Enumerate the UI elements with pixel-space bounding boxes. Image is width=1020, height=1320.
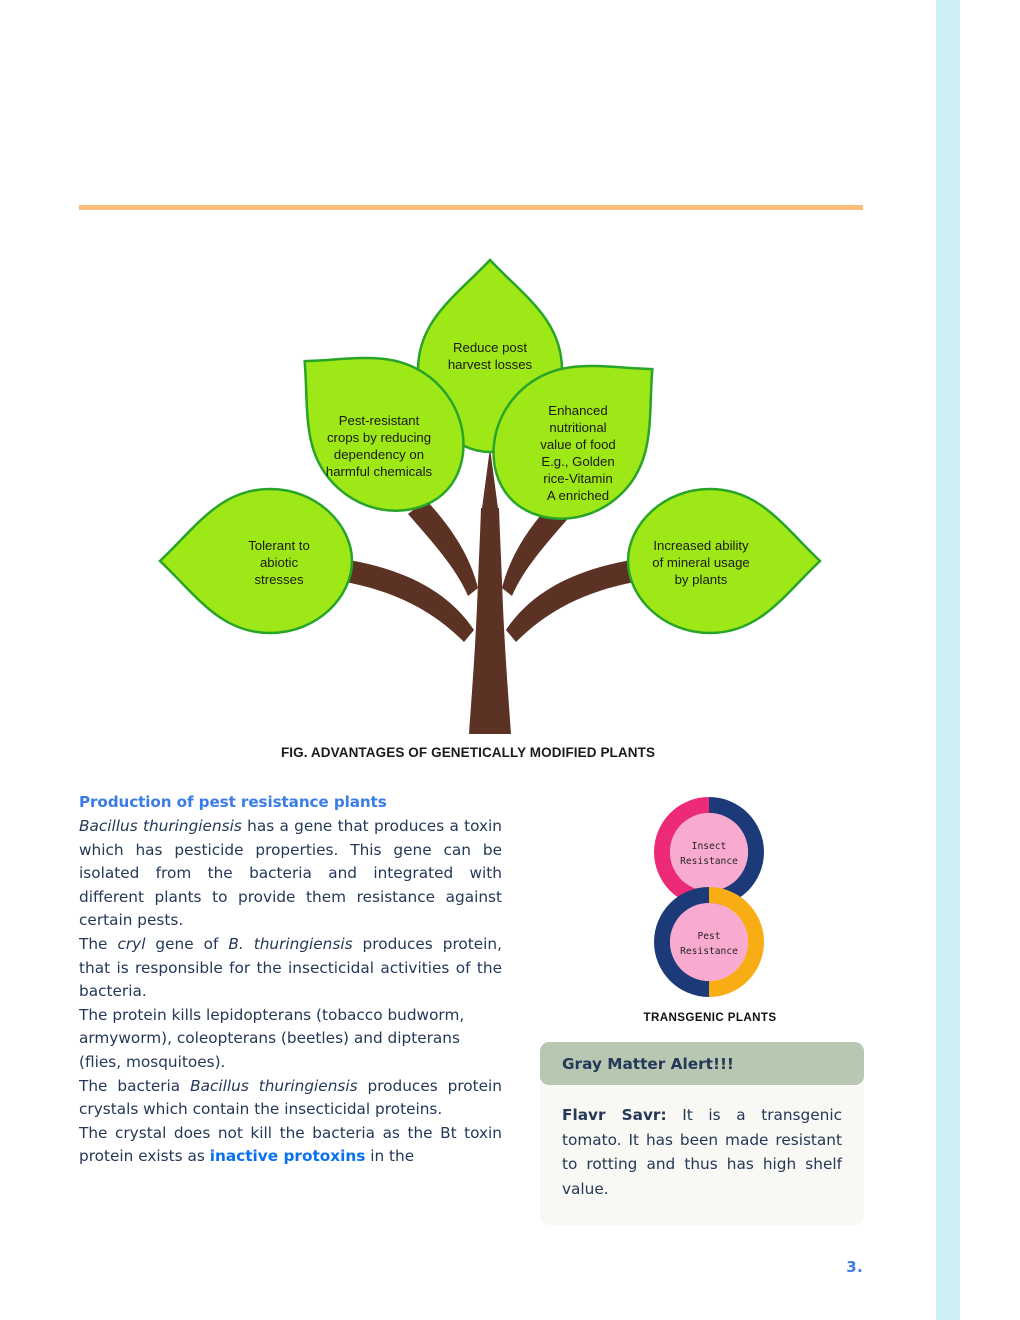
leaf-lower-left-line-3: stresses xyxy=(254,572,304,587)
paragraph-2-run-1: The xyxy=(79,934,118,953)
gray-matter-alert-title: Gray Matter Alert!!! xyxy=(540,1042,864,1085)
ring-top-label-line-1: Insect xyxy=(692,841,727,852)
page-edge-decoration-strip xyxy=(936,0,960,1320)
transgenic-plants-figure: Insect Resistance Pest Resistance xyxy=(614,792,804,1002)
paragraph-1-rest: has a gene that produces a toxin which h… xyxy=(79,817,503,930)
gm-plants-tree-figure: Reduce post harvest losses Pest-resistan… xyxy=(140,238,840,783)
leaf-lower-right-line-3: by plants xyxy=(675,572,728,587)
italic-term-bacillus-thuringiensis: Bacillus thuringiensis xyxy=(79,817,242,835)
paragraph-4-run-1: The bacteria xyxy=(79,1076,191,1095)
leaf-upper-right-line-6: A enriched xyxy=(547,488,609,503)
paragraph-5-run-1: The crystal does not kill the bacteria a… xyxy=(79,1123,502,1166)
alert-term-flavr-savr: Flavr Savr: xyxy=(562,1106,667,1124)
italic-term-bacillus-thuringiensis-2: Bacillus thuringiensis xyxy=(190,1076,358,1095)
paragraph-bacillus-gene: Bacillus thuringiensis has a gene that p… xyxy=(79,815,502,933)
header-divider-rule xyxy=(79,205,863,210)
italic-term-cryl: cryl xyxy=(117,934,146,953)
ring-bottom-label-line-1: Pest xyxy=(697,931,720,942)
leaf-upper-right-line-5: rice-Vitamin xyxy=(543,471,612,486)
leaf-upper-right-line-3: value of food xyxy=(540,437,616,452)
leaf-upper-left-line-2: crops by reducing xyxy=(327,430,431,445)
page-number: 3. xyxy=(846,1258,863,1276)
leaf-tolerant-to-abiotic-stresses: Tolerant to abiotic stresses xyxy=(158,487,354,635)
leaf-lower-left-line-1: Tolerant to xyxy=(248,538,310,553)
leaf-upper-right-line-4: E.g., Golden xyxy=(541,454,614,469)
highlighted-term-inactive-protoxins: inactive protoxins xyxy=(209,1147,366,1166)
ring-insect-resistance: Insect Resistance xyxy=(654,797,764,907)
leaf-upper-left-line-3: dependency on xyxy=(334,447,424,462)
gray-matter-alert-body: Flavr Savr: It is a transgenic tomato. I… xyxy=(540,1085,864,1225)
leaf-increased-mineral-usage: Increased ability of mineral usage by pl… xyxy=(626,487,822,635)
paragraph-2-run-3: gene of xyxy=(145,934,229,953)
tree-trunk-and-branches xyxy=(334,448,646,734)
leaf-reduce-post-harvest-losses: Reduce post harvest losses xyxy=(416,258,564,454)
leaf-top-line-2: harvest losses xyxy=(448,357,533,372)
ring-top-label-line-2: Resistance xyxy=(680,856,738,867)
leaf-top-line-1: Reduce post xyxy=(453,340,527,355)
paragraph-3-run-1: The protein kills lepidopterans (tobacco… xyxy=(79,1005,465,1071)
leaf-lower-right-line-1: Increased ability xyxy=(653,538,749,553)
ring-bottom-label-line-2: Resistance xyxy=(680,946,738,957)
leaf-upper-right-line-1: Enhanced xyxy=(548,403,607,418)
paragraph-5-run-3: in the xyxy=(365,1147,415,1166)
leaf-upper-left-line-1: Pest-resistant xyxy=(339,413,420,428)
ring-pest-resistance: Pest Resistance xyxy=(654,887,764,997)
italic-term-b-thuringiensis: B. thuringiensis xyxy=(228,934,353,953)
article-text-column: Production of pest resistance plants Bac… xyxy=(79,793,502,1169)
leaf-pest-resistant-crops: Pest-resistant crops by reducing depende… xyxy=(255,306,497,545)
leaf-enhanced-nutritional-value: Enhanced nutritional value of food E.g.,… xyxy=(460,314,702,553)
paragraph-cryl-gene: The cryl gene of B. thuringiensis produc… xyxy=(79,933,502,1004)
leaf-lower-right-line-2: of mineral usage xyxy=(652,555,750,570)
alert-body-text: It is a transgenic tomato. It has been m… xyxy=(562,1106,842,1198)
leaf-upper-left-line-4: harmful chemicals xyxy=(326,464,433,479)
paragraph-4-run-3: produces protein crystals which contain … xyxy=(79,1076,502,1119)
paragraph-protein-kills: The protein kills lepidopterans (tobacco… xyxy=(79,1004,502,1075)
paragraph-protein-crystals: The bacteria Bacillus thuringiensis prod… xyxy=(79,1075,502,1122)
leaf-upper-right-line-2: nutritional xyxy=(549,420,606,435)
paragraph-2-run-5: produces protein, that is responsible fo… xyxy=(79,934,502,1001)
tree-figure-caption: FIG. ADVANTAGES OF GENETICALLY MODIFIED … xyxy=(280,745,656,760)
section-heading: Production of pest resistance plants xyxy=(79,793,387,811)
paragraph-crystal-protoxins: The crystal does not kill the bacteria a… xyxy=(79,1122,502,1169)
transgenic-plants-caption: TRANSGENIC PLANTS xyxy=(643,1011,777,1024)
gray-matter-alert-box: Gray Matter Alert!!! Flavr Savr: It is a… xyxy=(540,1042,864,1225)
leaf-lower-left-line-2: abiotic xyxy=(260,555,299,570)
